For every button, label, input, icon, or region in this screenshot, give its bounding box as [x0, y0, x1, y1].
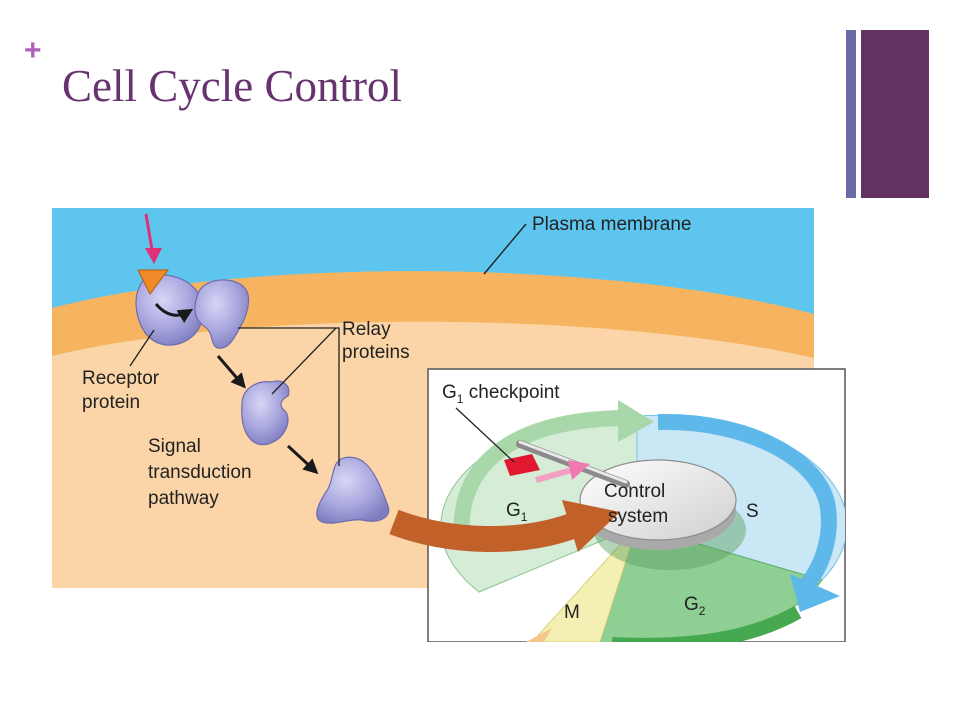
- receptor-label-line-2: protein: [82, 392, 140, 413]
- signal-label-line-3: pathway: [148, 488, 219, 509]
- plasma-membrane-pointer: [483, 223, 527, 275]
- g1-phase-label: G1: [506, 500, 528, 524]
- incoming-signal-arrowhead: [145, 248, 162, 264]
- g1-arc-arrowhead: [618, 400, 654, 442]
- s-arc-arrow: [657, 413, 837, 594]
- g1-checkpoint-pointer: [455, 407, 515, 463]
- g1-checkpoint-label: G1 checkpoint: [442, 382, 560, 406]
- signal-to-control-arrowhead: [562, 500, 620, 552]
- checkpoint-signal-arrow: [535, 467, 573, 483]
- relay-label-line-2: proteins: [342, 342, 410, 363]
- receptor-protein-shape: [135, 274, 204, 346]
- relay-label-line-1: Relay: [342, 319, 391, 340]
- checkpoint-block: [504, 454, 540, 476]
- accent-bar-thin: [846, 30, 856, 198]
- m-arc-arrowhead: [526, 628, 552, 642]
- signal-to-control-arrow: [389, 509, 577, 552]
- control-system-label-1: Control: [604, 481, 665, 502]
- m-phase-label: M: [564, 602, 580, 623]
- control-system-label-2: system: [608, 506, 668, 527]
- pathway-arrow-1: [154, 303, 194, 324]
- relay-protein-1: [194, 279, 250, 349]
- signal-molecule: [137, 269, 169, 295]
- receptor-pointer: [129, 329, 155, 367]
- slide-title: Cell Cycle Control: [62, 61, 402, 111]
- checkpoint-signal-arrowhead: [568, 460, 590, 480]
- s-phase-label: S: [746, 501, 759, 522]
- receptor-label-line-1: Receptor: [82, 368, 160, 389]
- pathway-arrow-3: [286, 444, 319, 475]
- m-sector: [531, 525, 638, 642]
- pathway-arrow-2: [216, 355, 246, 389]
- cell-cycle-wheel: [440, 400, 845, 642]
- relay-protein-3: [316, 456, 390, 524]
- cell-cycle-diagram: Plasma membrane Relay proteins Receptor …: [52, 208, 846, 642]
- plus-icon: +: [24, 34, 42, 67]
- relay-pointer-2: [271, 327, 337, 395]
- accent-bar-thick: [861, 30, 929, 198]
- s-arc-arrowhead: [790, 574, 840, 612]
- relay-protein-2: [241, 380, 290, 446]
- g2-arc-arrow: [612, 605, 802, 642]
- signal-label-line-2: transduction: [148, 462, 252, 483]
- plasma-membrane-label: Plasma membrane: [532, 214, 691, 235]
- g2-phase-label: G2: [684, 594, 706, 618]
- g1-arc-arrow: [453, 410, 623, 539]
- signal-label-line-1: Signal: [148, 436, 201, 457]
